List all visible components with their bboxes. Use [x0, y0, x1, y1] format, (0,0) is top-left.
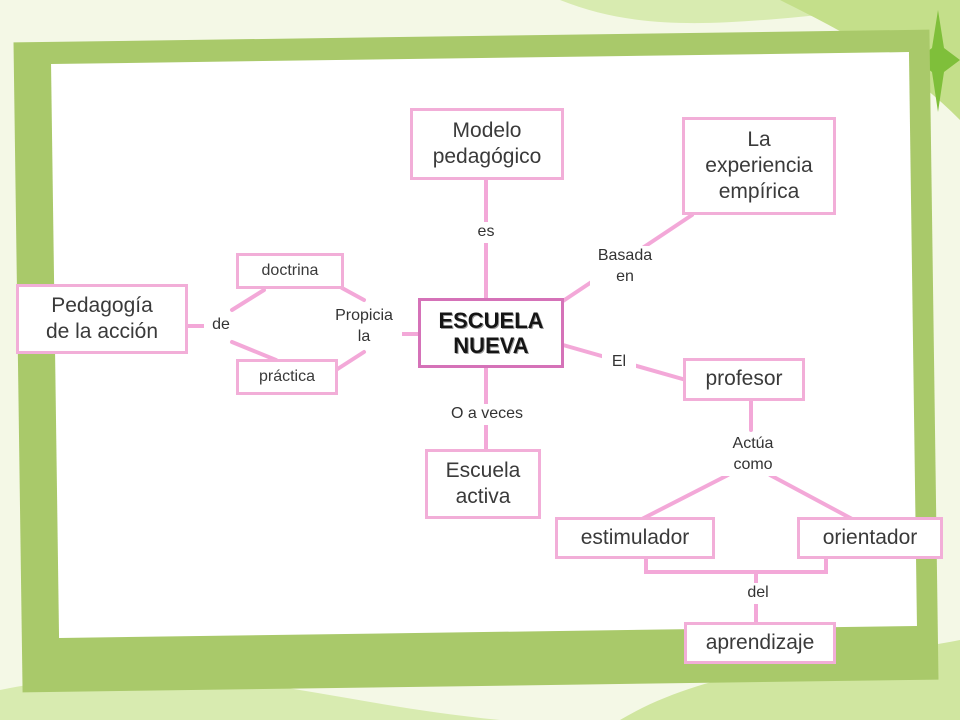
link-label-de: de: [204, 315, 238, 336]
line-actua-estimulador: [638, 473, 730, 522]
line-de-doctrina: [230, 288, 266, 312]
link-label-del: del: [734, 583, 782, 604]
link-label-es: es: [466, 222, 506, 243]
node-doctrina: doctrina: [236, 253, 344, 289]
node-practica: práctica: [236, 359, 338, 395]
line-actua-orientador: [768, 473, 856, 522]
node-estimulador: estimulador: [555, 517, 715, 559]
bracket-estimulador-orientador: [644, 555, 828, 574]
line-propicia-practica: [334, 350, 366, 372]
link-label-o-a-veces: O a veces: [436, 404, 538, 425]
node-orientador: orientador: [797, 517, 943, 559]
link-label-el: El: [602, 352, 636, 373]
line-propicia-doctrina: [340, 286, 366, 302]
sparkle-icon: [916, 10, 960, 112]
line-de-practica: [230, 340, 278, 362]
node-aprendizaje: aprendizaje: [684, 622, 836, 664]
node-profesor: profesor: [683, 358, 805, 401]
